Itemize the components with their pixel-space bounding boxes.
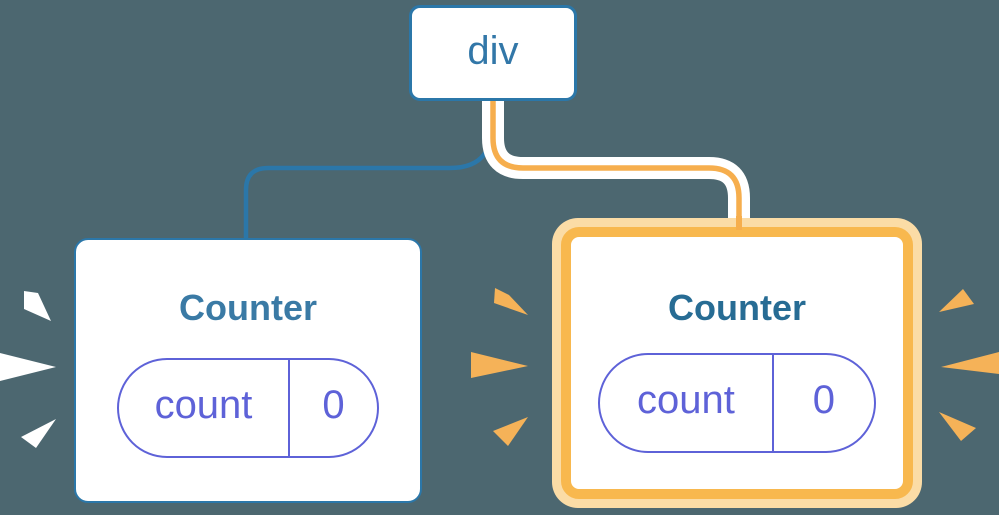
- spark-group-left-white: [0, 291, 56, 448]
- spark-icon: [494, 288, 528, 315]
- edge-div-to-right-counter-glow: [482, 101, 750, 220]
- state-key-cell: count: [600, 355, 774, 451]
- counter-node-left: Counter count 0: [74, 238, 422, 503]
- state-value-cell: 0: [290, 360, 377, 456]
- spark-icon: [24, 291, 51, 321]
- div-node: div: [409, 5, 577, 101]
- edge-core-through-ring: [736, 216, 742, 230]
- state-pill: count 0: [598, 353, 876, 453]
- counter-node-right: Counter count 0: [561, 227, 913, 499]
- state-pill: count 0: [117, 358, 379, 458]
- spark-icon: [471, 352, 528, 378]
- spark-group-right-orange: [939, 289, 999, 441]
- state-value-label: 0: [322, 383, 345, 427]
- state-key-label: count: [636, 378, 735, 422]
- spark-icon: [939, 412, 976, 441]
- edge-div-to-right-counter-core: [490, 101, 742, 230]
- spark-icon: [939, 289, 974, 312]
- edge-div-to-left-counter: [243, 101, 496, 241]
- spark-icon: [21, 419, 56, 448]
- state-value-cell: 0: [774, 355, 874, 451]
- spark-icon: [0, 353, 56, 381]
- spark-icon: [941, 352, 999, 374]
- state-key-label: count: [154, 383, 253, 427]
- counter-node-right-highlight-ring: Counter count 0: [552, 218, 922, 508]
- counter-title: Counter: [179, 287, 317, 328]
- div-node-label: div: [467, 29, 519, 73]
- state-value-label: 0: [812, 378, 836, 422]
- state-key-cell: count: [119, 360, 290, 456]
- spark-group-mid-orange: [471, 288, 528, 446]
- counter-title: Counter: [668, 287, 806, 328]
- spark-icon: [493, 417, 528, 446]
